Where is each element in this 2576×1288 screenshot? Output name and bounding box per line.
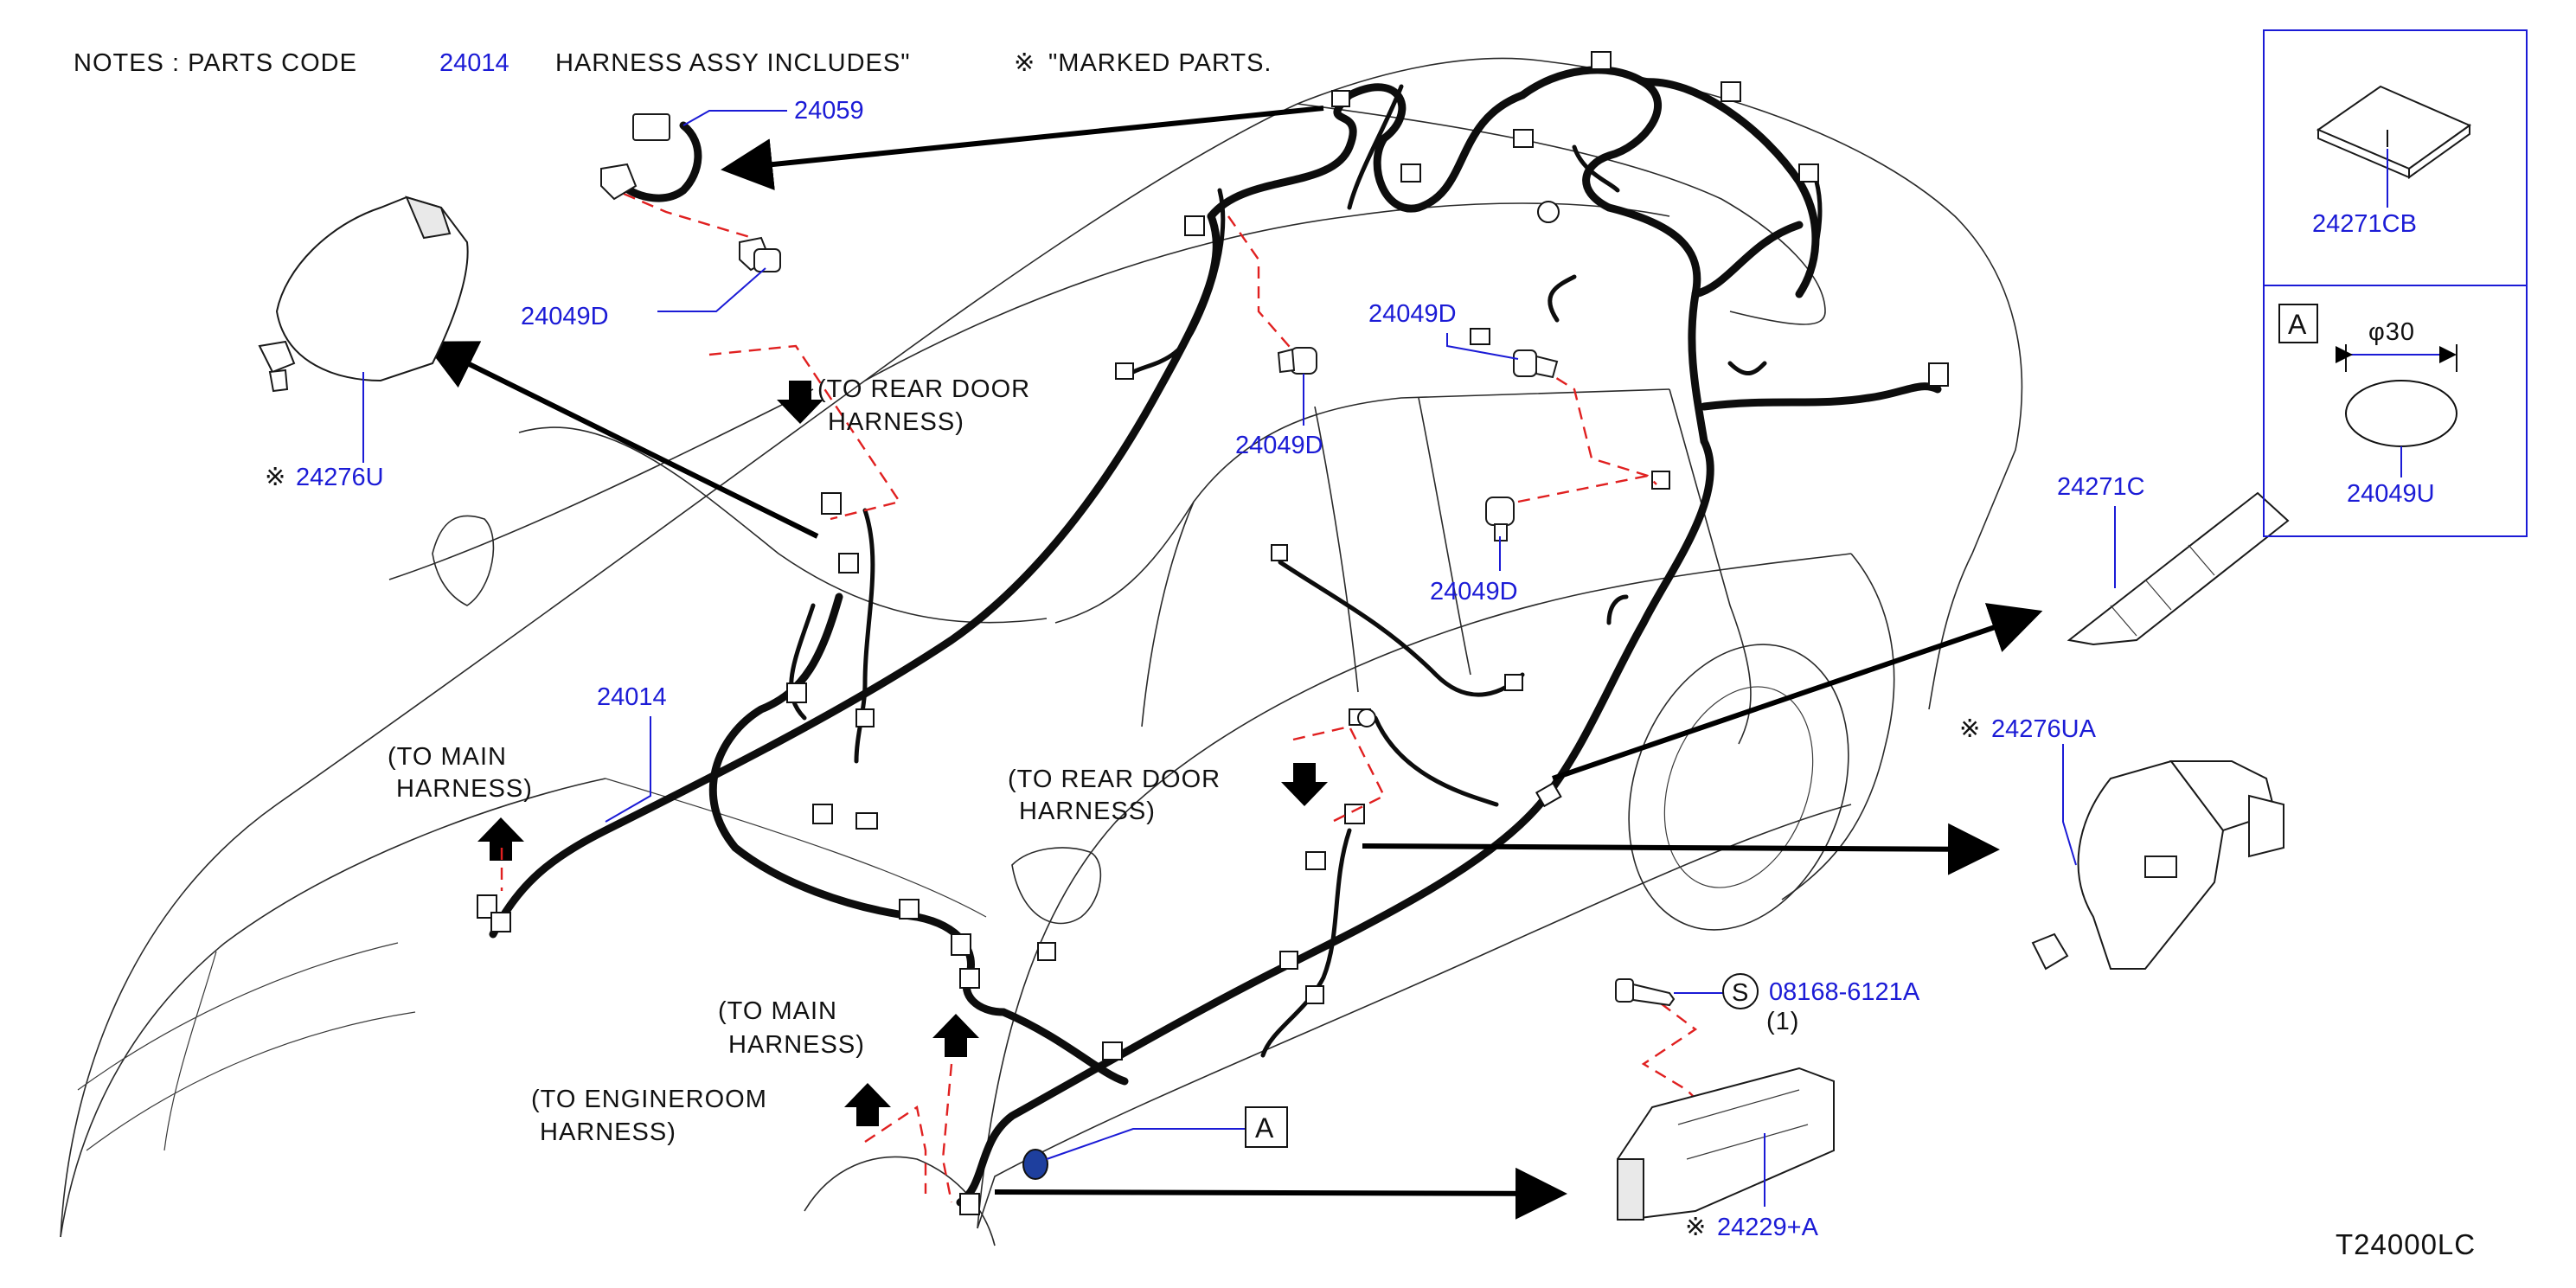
annot-engineroom-line2: HARNESS) — [540, 1118, 676, 1146]
part-24049D-clip-a — [739, 236, 781, 272]
annot-rear-door-1-line1: (TO REAR DOOR — [817, 375, 1030, 403]
label-24229A: 24229+A — [1717, 1214, 1819, 1241]
annot-rear-door-1-line2: HARNESS) — [828, 408, 964, 436]
plug-24049U-location — [1022, 1149, 1048, 1180]
annot-main-2-line1: (TO MAIN — [718, 997, 837, 1025]
inset-frame — [2263, 29, 2528, 537]
label-24271CB: 24271CB — [2312, 210, 2417, 238]
mark-24276UA: ※ — [1959, 715, 1981, 743]
mark-symbol: ※ — [1014, 49, 1035, 77]
screw-symbol-circle — [1722, 973, 1759, 1009]
label-24049D-a: 24049D — [521, 303, 609, 330]
label-24276UA: 24276UA — [1991, 715, 2097, 743]
notes-line: NOTES : PARTS CODE 24014 HARNESS ASSY IN… — [74, 49, 1272, 77]
detail-A-letter: A — [2288, 309, 2307, 340]
grommet-1 — [1537, 201, 1560, 223]
plug-24049U-detail — [2345, 380, 2457, 447]
label-24049D-d: 24049D — [1430, 578, 1518, 606]
label-24276U: 24276U — [296, 464, 384, 491]
grommet-2 — [1357, 708, 1376, 727]
mark-24276U: ※ — [265, 464, 286, 491]
part-24271CB-pad — [2316, 85, 2472, 179]
label-24271C: 24271C — [2057, 473, 2145, 501]
inset-panel: 24271CB A φ30 24049U — [2263, 29, 2528, 537]
detail-A-callout-box — [1245, 1106, 1288, 1148]
diagram-id: T24000LC — [2336, 1228, 2476, 1260]
part-24049D-clip-c — [1513, 349, 1559, 379]
notes-code: 24014 — [439, 49, 509, 77]
part-24229-module — [1616, 1067, 1835, 1221]
dashed-leaders — [500, 184, 1698, 1203]
label-24049U: 24049U — [2347, 480, 2435, 508]
detail-A-callout-letter: A — [1255, 1112, 1274, 1144]
part-number-leaders — [362, 110, 2116, 1207]
label-24049D-c: 24049D — [1235, 432, 1323, 459]
label-24014: 24014 — [597, 683, 667, 711]
part-24271C-pad — [2067, 491, 2290, 646]
detail-A-box — [2278, 304, 2318, 343]
part-24276U-bracket — [258, 195, 469, 393]
annot-rear-door-2-line2: HARNESS) — [1019, 798, 1156, 825]
part-24059-connector — [600, 113, 702, 202]
annot-rear-door-2-line1: (TO REAR DOOR — [1008, 766, 1221, 793]
annot-main-1-line2: HARNESS) — [396, 775, 533, 803]
mark-24229: ※ — [1685, 1214, 1707, 1241]
exploded-view-arrows — [423, 106, 2043, 1220]
label-08168-6121A: 08168-6121A — [1769, 978, 1920, 1006]
part-08168-screw — [1615, 978, 1676, 1007]
direction-arrows — [477, 381, 1328, 1126]
notes-middle: HARNESS ASSY INCLUDES" — [555, 49, 911, 77]
diameter-label: φ30 — [2368, 318, 2415, 346]
notes-prefix: NOTES : PARTS CODE — [74, 49, 357, 77]
label-24059: 24059 — [794, 97, 864, 125]
label-24049D-b: 24049D — [1368, 300, 1457, 328]
annot-main-2-line2: HARNESS) — [728, 1031, 865, 1059]
part-24276UA-bracket — [2031, 759, 2284, 971]
main-harness — [489, 66, 1942, 1207]
part-24049D-clip-b — [1277, 347, 1317, 375]
annot-main-1-line1: (TO MAIN — [388, 743, 507, 771]
annot-engineroom-line1: (TO ENGINEROOM — [531, 1086, 767, 1113]
notes-marked: "MARKED PARTS. — [1048, 49, 1272, 77]
label-qty: (1) — [1766, 1008, 1799, 1035]
screw-symbol: S — [1732, 979, 1749, 1007]
part-24049D-clip-d — [1485, 497, 1515, 541]
harness-connectors — [477, 51, 1949, 1215]
